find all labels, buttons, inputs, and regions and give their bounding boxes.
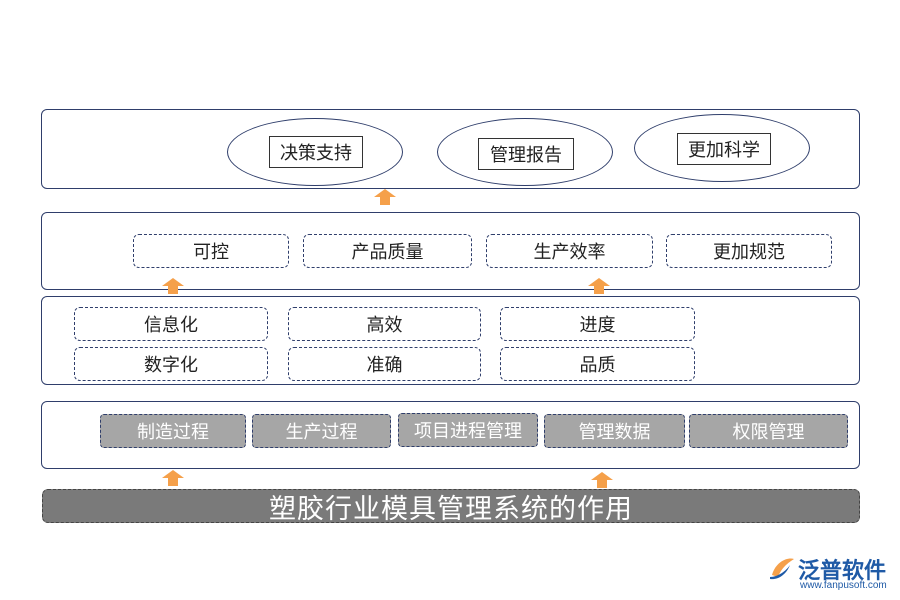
brand-name: 泛普软件 <box>798 559 887 584</box>
production-efficiency-box: 生产效率 <box>486 234 653 268</box>
controllable-box: 可控 <box>133 234 289 268</box>
diagram-title: 塑胶行业模具管理系统的作用 <box>269 493 633 525</box>
production-process-box: 生产过程 <box>252 414 391 448</box>
up-arrow-icon <box>591 472 613 488</box>
management-data-box: 管理数据 <box>544 414 685 448</box>
decision-support-label: 决策支持 <box>269 136 363 168</box>
digitization-box: 数字化 <box>74 347 268 381</box>
progress-box: 进度 <box>500 307 695 341</box>
accurate-box: 准确 <box>288 347 481 381</box>
efficient-box: 高效 <box>288 307 481 341</box>
product-quality-box: 产品质量 <box>303 234 472 268</box>
up-arrow-icon <box>162 470 184 486</box>
fanpu-logo-icon <box>770 558 794 580</box>
permission-management-box: 权限管理 <box>689 414 848 448</box>
up-arrow-icon <box>588 278 610 294</box>
project-progress-management-box: 项目进程管理 <box>398 413 538 447</box>
quality-box: 品质 <box>500 347 695 381</box>
brand-url: www.fanpusoft.com <box>800 580 887 591</box>
more-scientific-label: 更加科学 <box>677 133 771 165</box>
manufacturing-process-box: 制造过程 <box>100 414 246 448</box>
management-report-label: 管理报告 <box>478 138 574 170</box>
diagram-title-bar: 塑胶行业模具管理系统的作用 <box>42 489 860 525</box>
brand-logo[interactable]: 泛普软件 www.fanpusoft.com <box>768 553 894 595</box>
more-standardized-box: 更加规范 <box>666 234 832 268</box>
up-arrow-icon <box>374 189 396 205</box>
informatization-box: 信息化 <box>74 307 268 341</box>
up-arrow-icon <box>162 278 184 294</box>
